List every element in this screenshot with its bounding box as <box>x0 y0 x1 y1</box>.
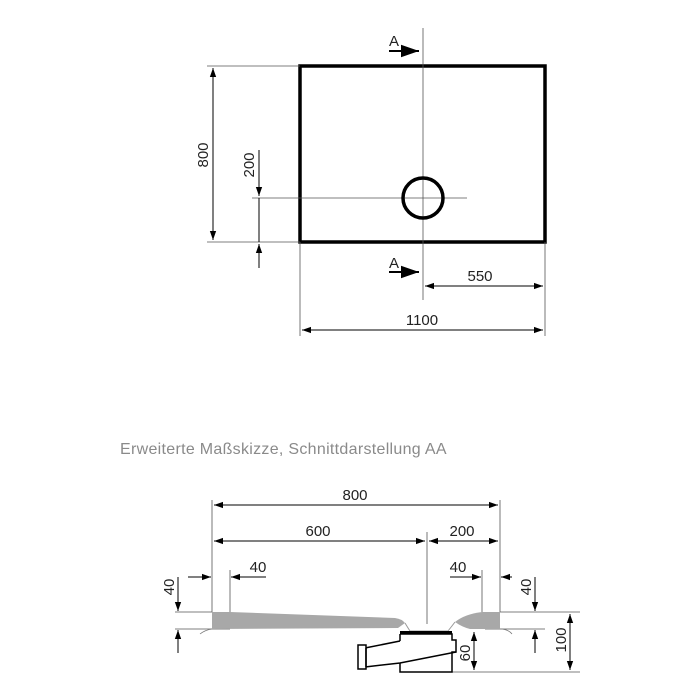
tray-section-right <box>455 612 500 629</box>
section-dim-label-right-rim: 40 <box>450 559 467 576</box>
section-marker-top: A <box>389 33 399 50</box>
section-dim-label-200: 200 <box>449 523 474 540</box>
dim-label-200: 200 <box>241 152 258 177</box>
tray-outline <box>298 64 547 244</box>
section-dim-label-800: 800 <box>342 487 367 504</box>
section-dim-label-60: 60 <box>457 645 474 662</box>
dim-label-1100: 1100 <box>406 312 438 329</box>
dim-label-550: 550 <box>467 268 492 285</box>
section-dim-label-left-rim: 40 <box>250 559 267 576</box>
top-view: A A 800 200 550 1100 <box>195 28 547 336</box>
section-dim-label-100: 100 <box>553 627 570 652</box>
section-dim-label-right-height: 40 <box>518 579 535 596</box>
tray-section-left <box>212 612 405 629</box>
section-view: 800 600 200 40 40 40 40 100 60 <box>161 487 580 673</box>
section-marker-bottom: A <box>389 255 399 272</box>
drain-circle <box>401 176 445 220</box>
section-dim-label-left-height: 40 <box>161 579 178 596</box>
dim-label-800: 800 <box>195 142 212 167</box>
section-dim-label-600: 600 <box>305 523 330 540</box>
section-caption: Erweiterte Maßskizze, Schnittdarstellung… <box>120 441 447 458</box>
drain-siphon <box>357 631 457 673</box>
